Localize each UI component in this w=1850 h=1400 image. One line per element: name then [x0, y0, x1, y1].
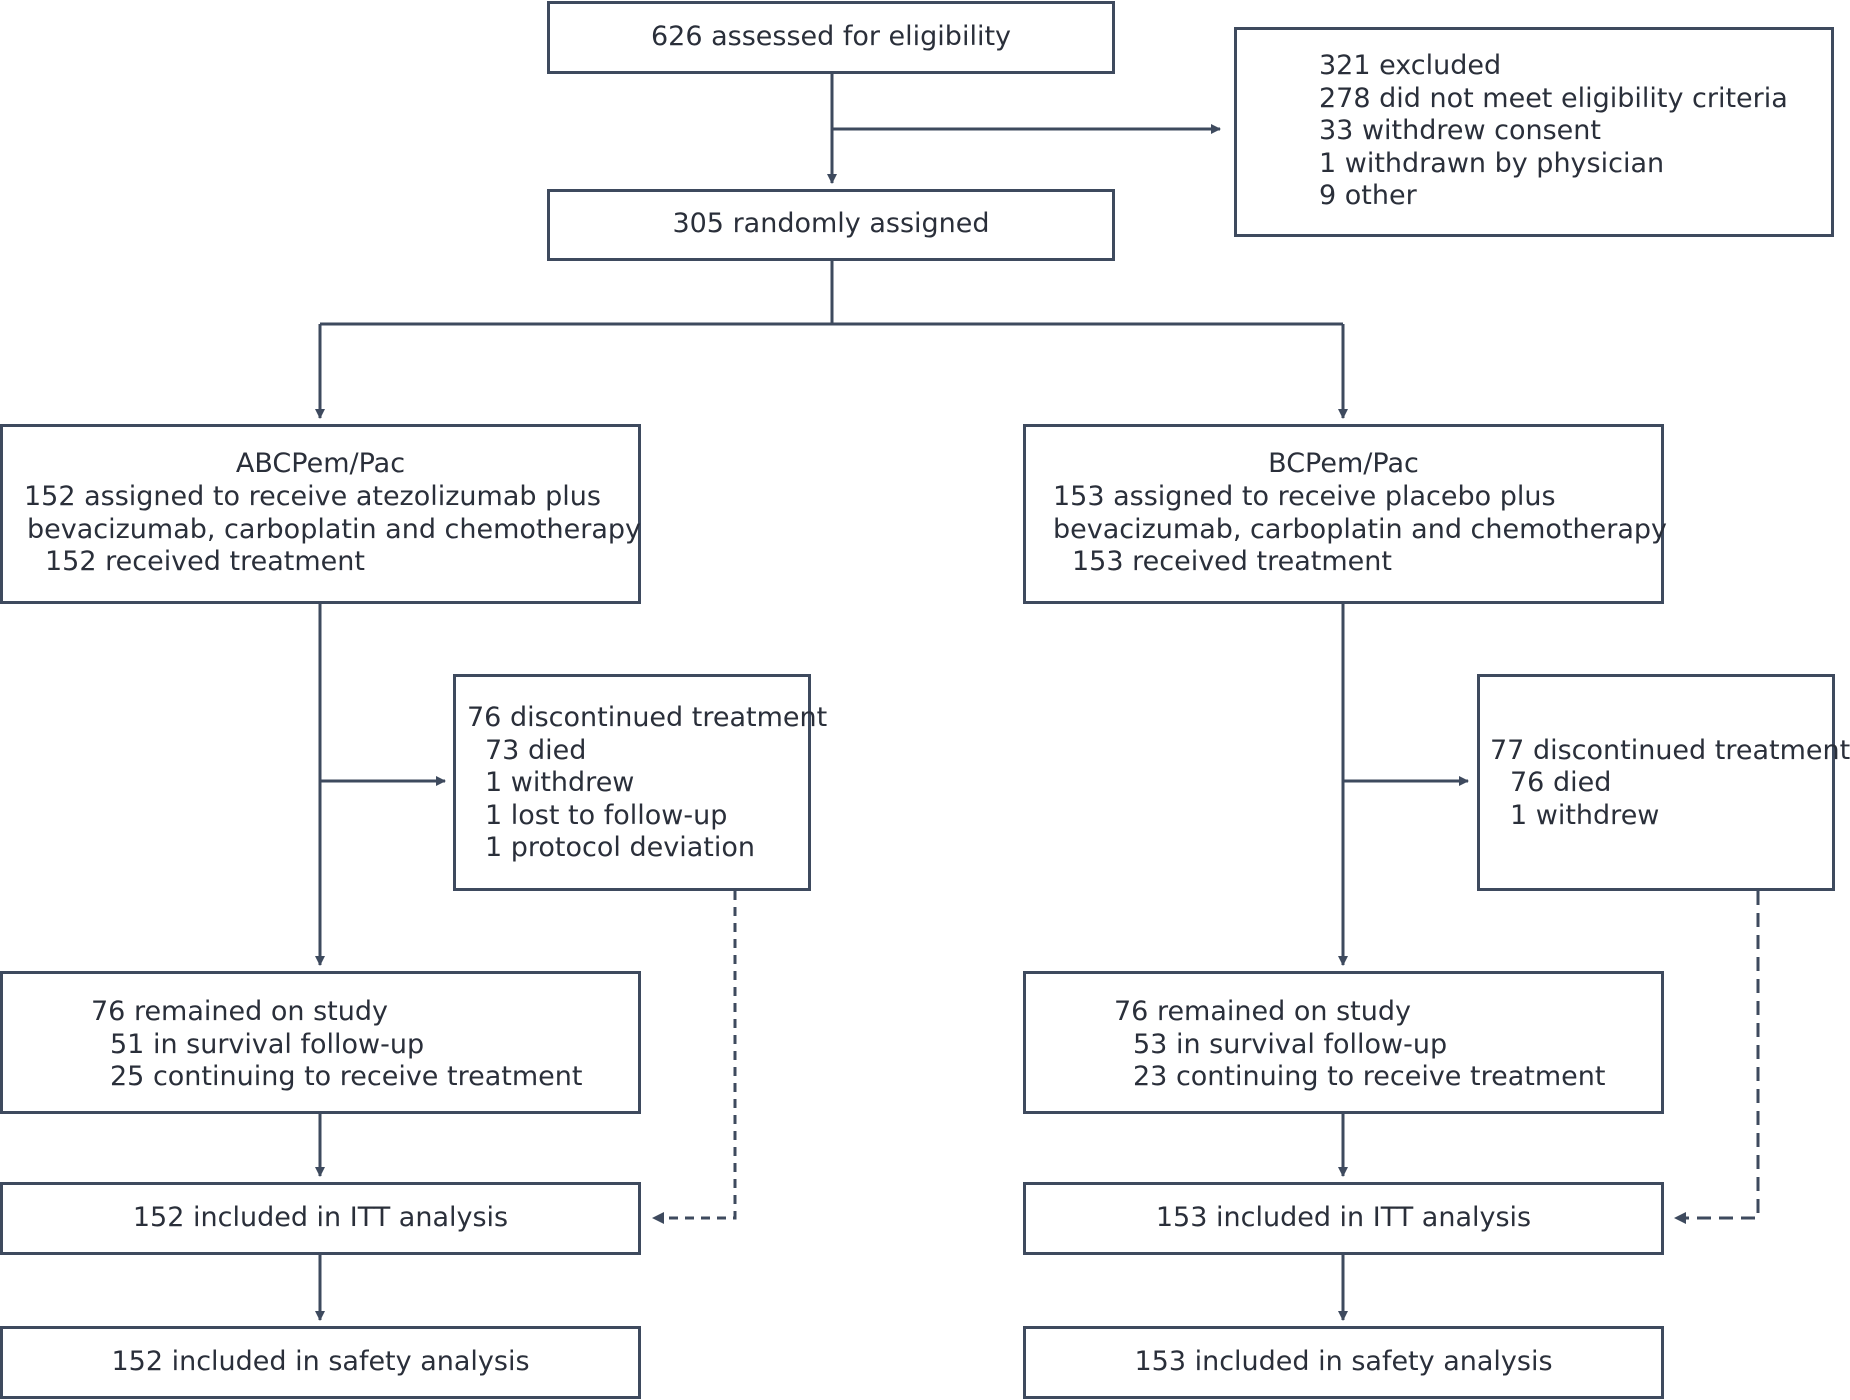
right-arm-name: BCPem/Pac [1268, 448, 1419, 479]
right-discontinued-withdrew: 1 withdrew [1510, 800, 1660, 831]
right-arm-assigned-line1: 153 assigned to receive placebo plus [1053, 481, 1556, 512]
left-arm-box: ABCPem/Pac 152 assigned to receive atezo… [0, 424, 641, 604]
assessed-box: 626 assessed for eligibility [547, 1, 1115, 74]
left-remained-box: 76 remained on study 51 in survival foll… [0, 971, 641, 1114]
right-arm-received: 153 received treatment [1072, 546, 1392, 577]
right-discontinued-died: 76 died [1510, 767, 1612, 798]
excluded-other: 9 other [1319, 180, 1417, 211]
left-discontinued-lost: 1 lost to follow-up [485, 800, 728, 831]
connector-right-discontinued-to-itt [1677, 891, 1760, 1220]
right-remained-total: 76 remained on study [1114, 996, 1411, 1027]
right-remained-survival: 53 in survival follow-up [1133, 1029, 1448, 1060]
left-remained-total: 76 remained on study [91, 996, 388, 1027]
excluded-withdrew-consent: 33 withdrew consent [1319, 115, 1601, 146]
excluded-not-eligible: 278 did not meet eligibility criteria [1319, 83, 1788, 114]
arrowhead-left-dashed [652, 1212, 664, 1224]
left-discontinued-protocol: 1 protocol deviation [485, 832, 755, 863]
randomized-box: 305 randomly assigned [547, 189, 1115, 261]
right-remained-box: 76 remained on study 53 in survival foll… [1023, 971, 1664, 1114]
left-discontinued-box: 76 discontinued treatment 73 died 1 with… [453, 674, 827, 891]
left-safety-text: 152 included in safety analysis [111, 1346, 530, 1377]
right-arm-assigned-line2: bevacizumab, carboplatin and chemotherap… [1053, 514, 1668, 545]
right-itt-box: 153 included in ITT analysis [1023, 1182, 1664, 1255]
excluded-total: 321 excluded [1319, 50, 1502, 81]
left-remained-survival: 51 in survival follow-up [110, 1029, 425, 1060]
right-safety-box: 153 included in safety analysis [1023, 1326, 1664, 1399]
right-discontinued-total: 77 discontinued treatment [1490, 735, 1850, 766]
left-itt-text: 152 included in ITT analysis [132, 1202, 509, 1233]
assessed-text: 626 assessed for eligibility [650, 21, 1012, 52]
left-remained-continuing: 25 continuing to receive treatment [110, 1061, 583, 1092]
connector-left-discontinued-to-itt [655, 891, 737, 1220]
arrowhead-right-dashed [1674, 1212, 1686, 1224]
right-remained-continuing: 23 continuing to receive treatment [1133, 1061, 1606, 1092]
randomized-text: 305 randomly assigned [672, 208, 990, 239]
right-discontinued-box: 77 discontinued treatment 76 died 1 with… [1477, 674, 1850, 891]
left-arm-assigned-line2: bevacizumab, carboplatin and chemotherap… [27, 514, 642, 545]
excluded-box: 321 excluded 278 did not meet eligibilit… [1234, 27, 1834, 237]
right-itt-text: 153 included in ITT analysis [1155, 1202, 1532, 1233]
left-discontinued-died: 73 died [485, 735, 587, 766]
left-safety-box: 152 included in safety analysis [0, 1326, 641, 1399]
left-discontinued-total: 76 discontinued treatment [467, 702, 828, 733]
left-arm-name: ABCPem/Pac [235, 448, 406, 479]
left-arm-assigned-line1: 152 assigned to receive atezolizumab plu… [24, 481, 601, 512]
left-discontinued-withdrew: 1 withdrew [485, 767, 635, 798]
right-arm-box: BCPem/Pac 153 assigned to receive placeb… [1023, 424, 1668, 604]
left-arm-received: 152 received treatment [45, 546, 365, 577]
left-itt-box: 152 included in ITT analysis [0, 1182, 641, 1255]
excluded-withdrawn-physician: 1 withdrawn by physician [1319, 148, 1665, 179]
right-safety-text: 153 included in safety analysis [1134, 1346, 1553, 1377]
